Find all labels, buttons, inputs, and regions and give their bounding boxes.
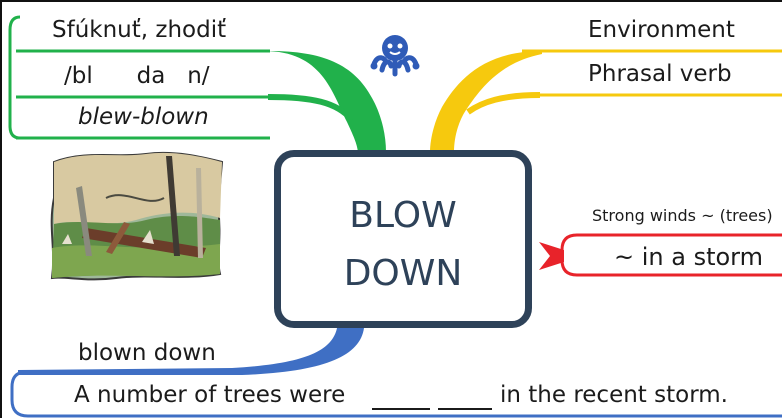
center-word-line-1: BLOW [349, 195, 457, 236]
verb-forms-text: blew-blown [78, 104, 209, 130]
green-branch-connector-2 [267, 94, 355, 123]
translation-text: Sfúknuť, zhodiť [52, 17, 227, 43]
example-sentence-start: A number of trees were [74, 382, 346, 408]
collocation-text: ~ in a storm [614, 243, 764, 271]
red-branch-trunk [539, 242, 564, 270]
pronunciation-text: /bl da n/ [64, 63, 210, 89]
word-type-text: Phrasal verb [588, 61, 732, 87]
blank-2[interactable] [438, 408, 492, 410]
octopus-icon [370, 35, 420, 77]
green-branch-trunk [264, 51, 386, 152]
blue-branch-frame [10, 370, 782, 418]
yellow-branch-trunk [430, 51, 542, 152]
hint-text: Strong winds ~ (trees) [592, 206, 773, 225]
center-word-line-2: DOWN [343, 253, 463, 294]
fallen-trees-illustration [50, 151, 224, 281]
answer-text: blown down [78, 340, 216, 366]
blank-1[interactable] [372, 408, 430, 410]
green-branch-bracket [8, 15, 21, 140]
example-sentence-end: in the recent storm. [500, 382, 728, 408]
center-word-box: BLOW DOWN [274, 150, 532, 328]
topic-text: Environment [588, 17, 735, 43]
yellow-branch-connector-2 [466, 92, 541, 115]
blue-branch-trunk [18, 328, 364, 375]
